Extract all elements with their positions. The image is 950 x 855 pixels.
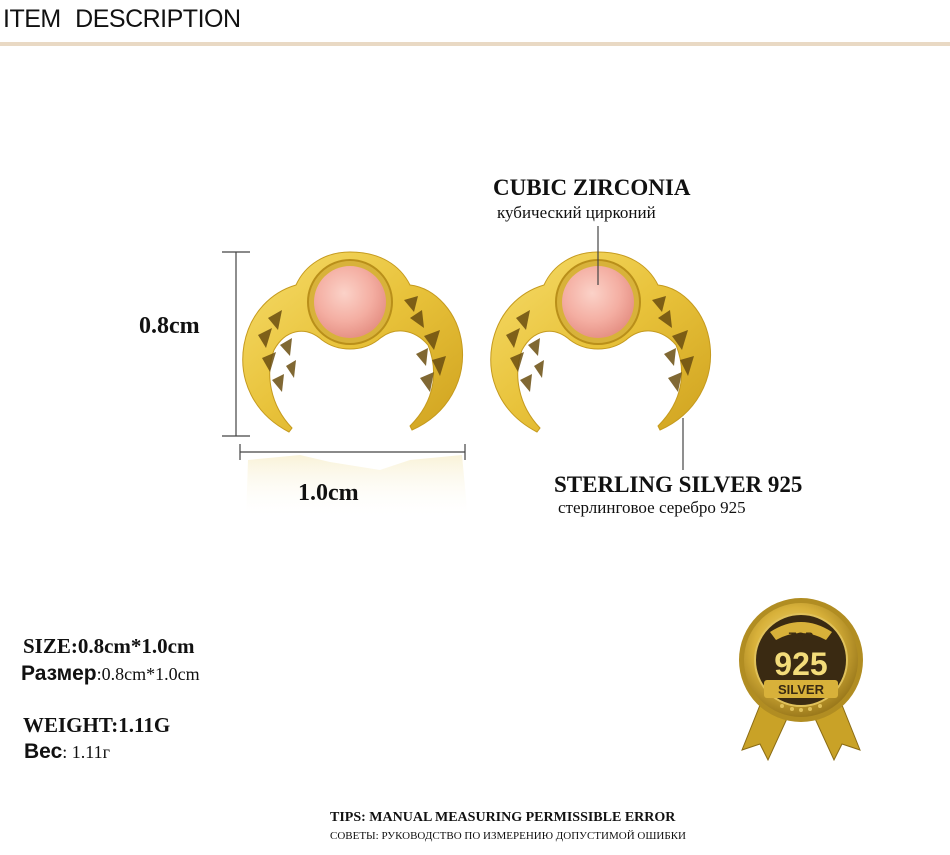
stone-label: CUBIC ZIRCONIA — [493, 175, 691, 200]
header: ITEM DESCRIPTION — [0, 0, 950, 46]
metal-label: STERLING SILVER 925 — [554, 472, 803, 497]
size-spec-en-label: SIZE: — [23, 634, 78, 658]
tips-text-ru: СОВЕТЫ: РУКОВОДСТВО ПО ИЗМЕРЕНИЮ ДОПУСТИ… — [330, 830, 686, 842]
earring-reflection — [246, 455, 468, 520]
weight-spec-ru-label: Вес — [24, 740, 63, 763]
stone-label-ru: кубический цирконий — [497, 203, 656, 222]
height-label: 0.8cm — [139, 313, 200, 339]
badge-bottom-text: SILVER — [778, 682, 825, 697]
top-925-silver-seal: TOP 925 SILVER — [739, 598, 863, 722]
tips-text-en: TIPS: MANUAL MEASURING PERMISSIBLE ERROR — [330, 810, 676, 825]
weight-spec-ru-value: : 1.11г — [62, 742, 110, 762]
weight-spec-en-label: WEIGHT: — [23, 713, 119, 737]
size-spec-ru: Размер:0.8cm*1.0cm — [21, 662, 200, 686]
earring-left — [242, 251, 464, 433]
width-label: 1.0cm — [298, 480, 359, 506]
height-dimension-line — [222, 251, 250, 437]
weight-spec-en-value: 1.11G — [118, 713, 171, 737]
metal-label-ru: стерлинговое серебро 925 — [558, 498, 746, 517]
page-title: ITEM DESCRIPTION — [3, 5, 241, 33]
badge-top-text: TOP — [789, 630, 813, 644]
size-spec-en: SIZE:0.8cm*1.0cm — [23, 634, 195, 659]
weight-spec-en: WEIGHT:1.11G — [23, 713, 170, 738]
earring-right — [490, 251, 712, 433]
size-spec-ru-label: Размер — [21, 662, 97, 685]
width-dimension-line — [239, 444, 466, 460]
size-spec-ru-value: :0.8cm*1.0cm — [96, 664, 200, 684]
weight-spec-ru: Вес: 1.11г — [24, 740, 110, 764]
header-divider — [0, 42, 950, 46]
badge-number-text: 925 — [774, 646, 827, 682]
size-spec-en-value: 0.8cm*1.0cm — [77, 634, 195, 658]
